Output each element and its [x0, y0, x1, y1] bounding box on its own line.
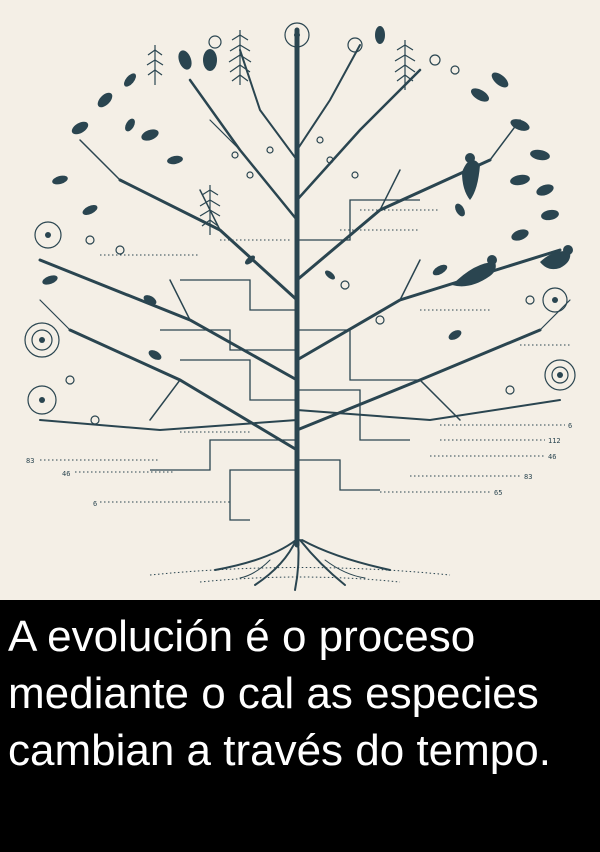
label-right-2: 112 [548, 437, 561, 445]
dotted-guides [40, 209, 570, 503]
branches [38, 44, 571, 452]
label-left-2: 46 [62, 470, 70, 478]
tree-drawing: 83 46 6 6 112 46 83 65 [24, 22, 576, 591]
label-left-1: 83 [26, 457, 34, 465]
flowers [24, 22, 576, 425]
roots [214, 539, 391, 591]
ferns [146, 30, 416, 235]
label-right-3: 46 [548, 453, 556, 461]
birds [452, 153, 573, 287]
label-right-4: 83 [524, 473, 532, 481]
caption-text: A evolución é o proceso mediante o cal a… [8, 612, 551, 775]
ground [149, 567, 451, 583]
label-left-3: 6 [93, 500, 97, 508]
leaves [42, 26, 559, 360]
connector-lines [150, 199, 420, 521]
caption-panel: A evolución é o proceso mediante o cal a… [0, 600, 600, 852]
illustration-labels: 83 46 6 6 112 46 83 65 [26, 422, 572, 508]
label-right-1: 6 [568, 422, 572, 430]
label-right-5: 65 [494, 489, 502, 497]
tree-of-life-illustration: 83 46 6 6 112 46 83 65 [0, 0, 600, 600]
